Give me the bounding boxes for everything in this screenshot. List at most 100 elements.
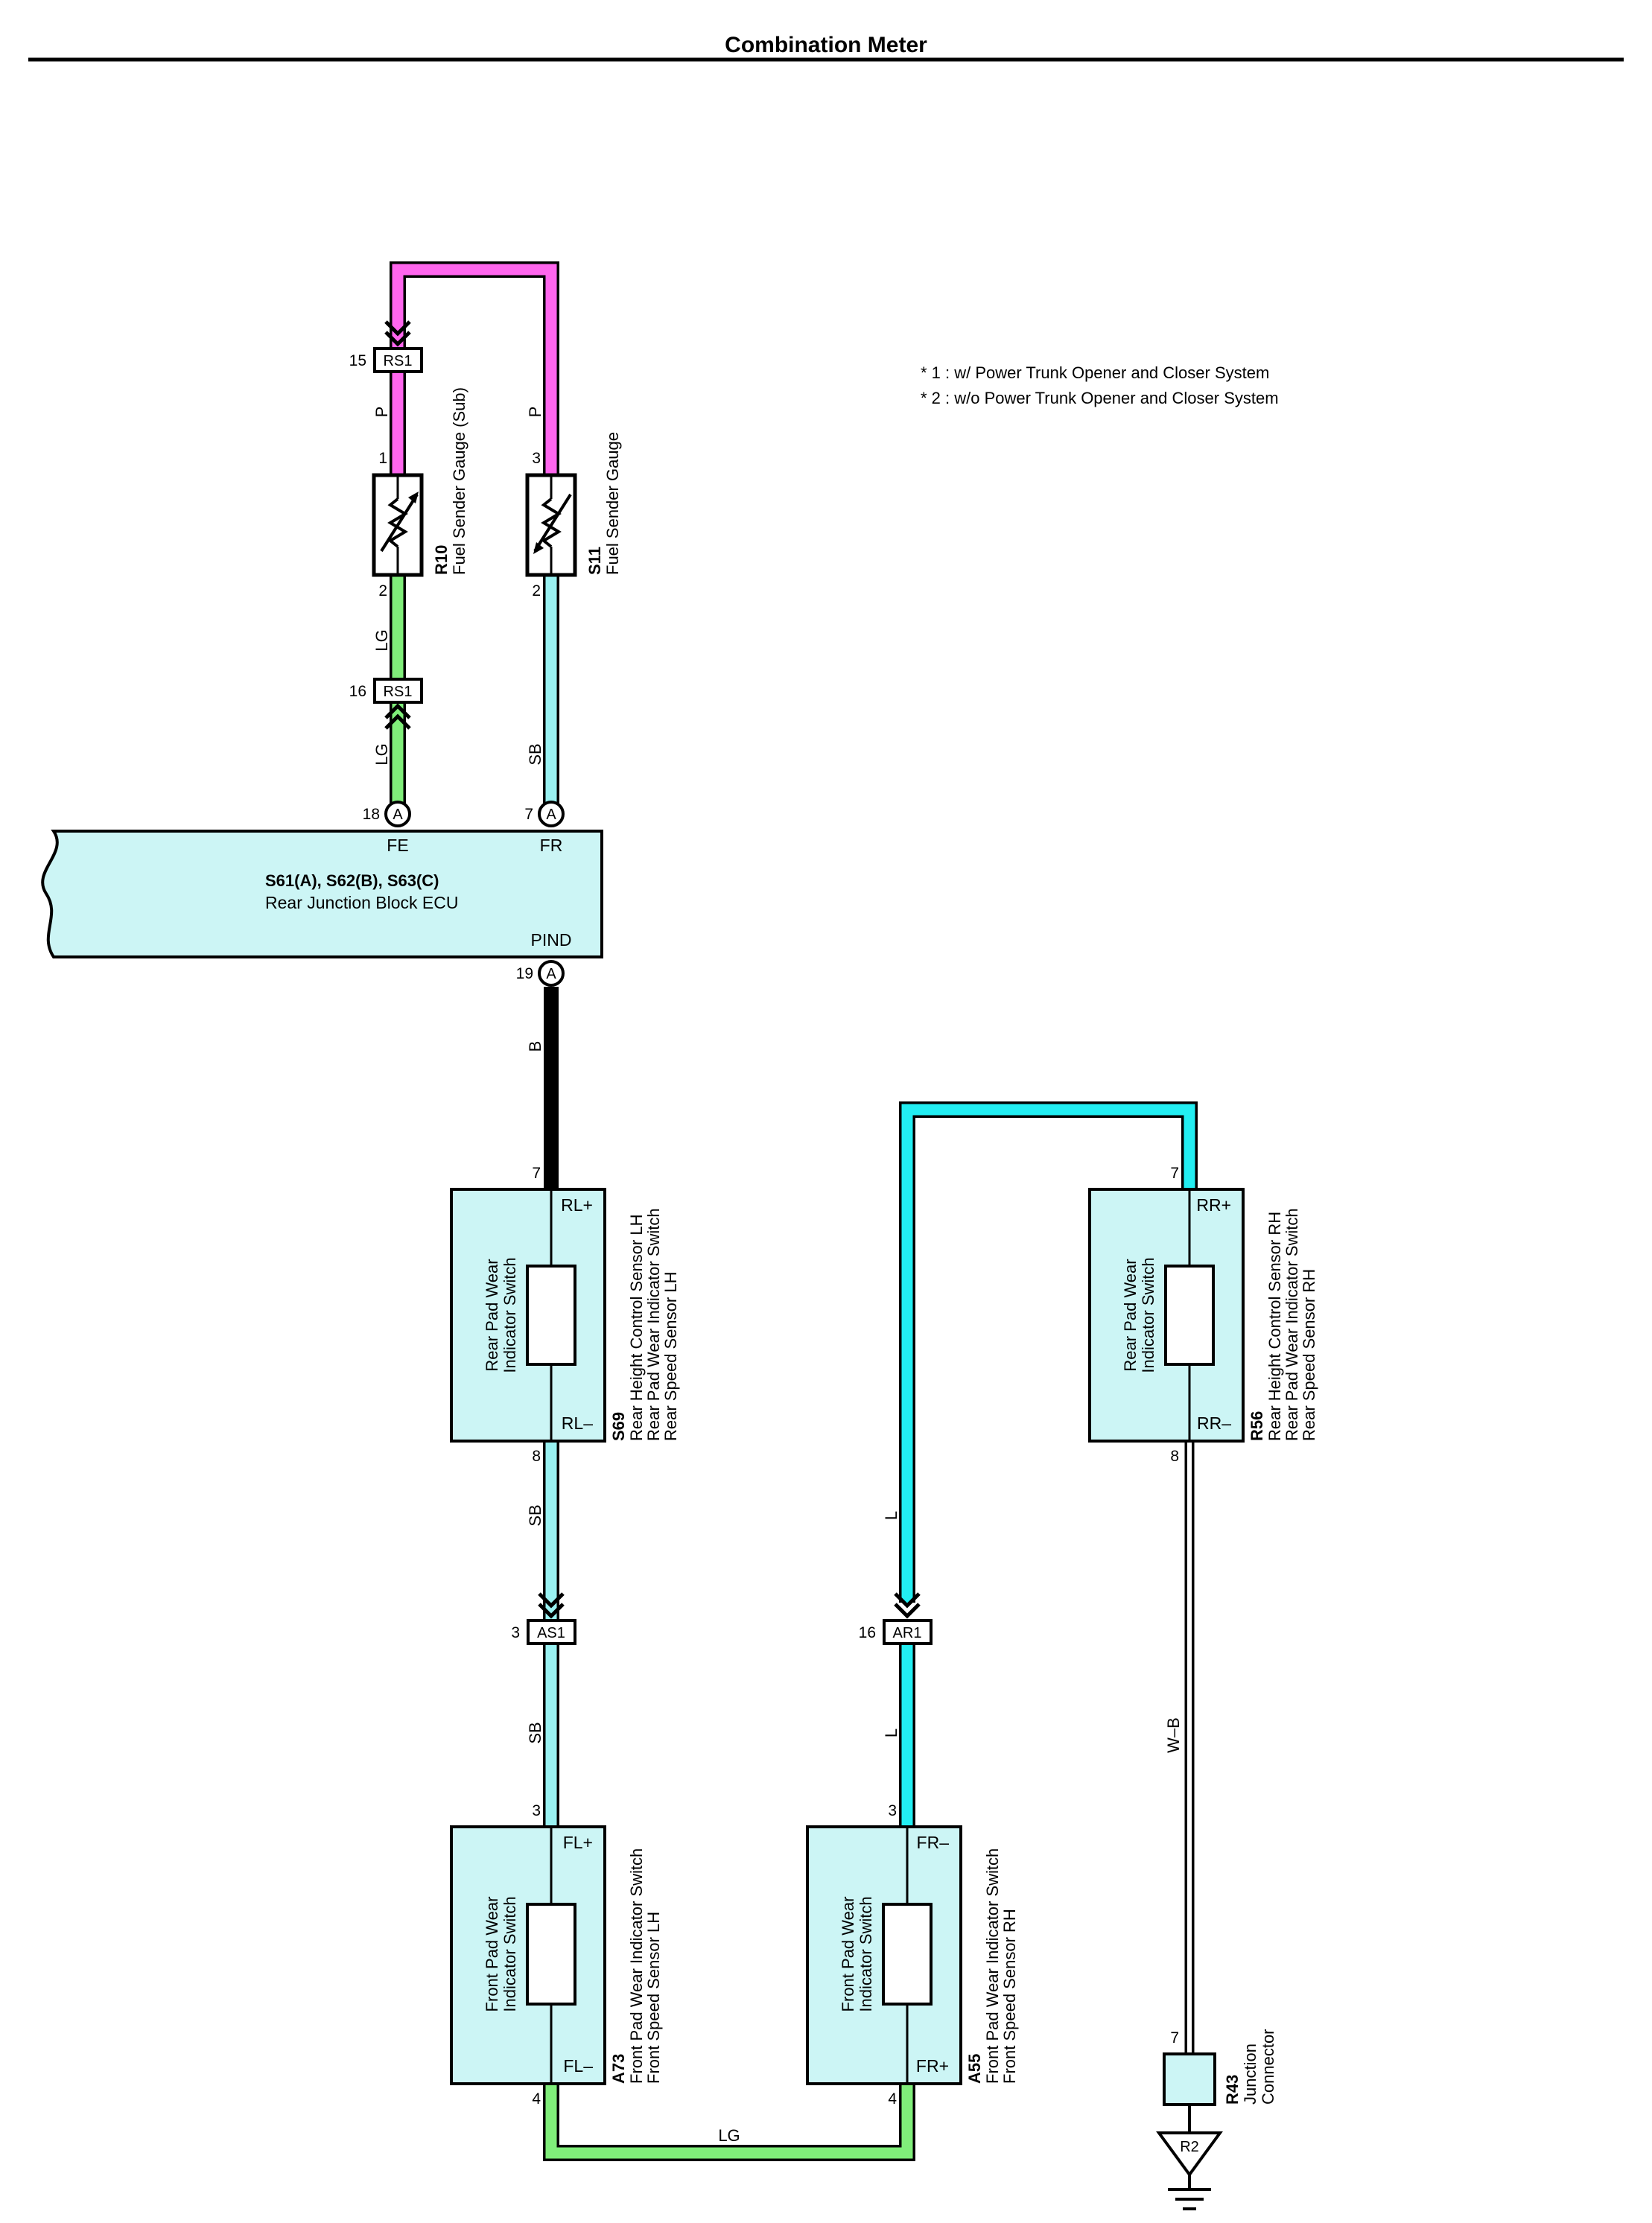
connector-label: RS1 <box>384 353 413 369</box>
component-code: A55 <box>965 2054 984 2084</box>
inner-label-1: Rear Pad Wear <box>1121 1259 1140 1371</box>
component-code: R10 <box>432 545 451 575</box>
terminal-pin: 7 <box>524 806 533 823</box>
wires <box>390 261 1198 2161</box>
pin-top: 3 <box>532 1802 541 1819</box>
note-1: * 1 : w/ Power Trunk Opener and Closer S… <box>921 363 1269 382</box>
terminal-pin: 19 <box>516 965 533 982</box>
inner-label-1: Front Pad Wear <box>839 1897 857 2012</box>
wire-label-p-left: P <box>372 407 391 418</box>
pin-bottom: 4 <box>888 2090 897 2108</box>
pin-top: 7 <box>1170 1165 1179 1182</box>
component-name: Fuel Sender Gauge <box>603 432 622 575</box>
inner-label-1: Front Pad Wear <box>483 1897 501 2012</box>
terminal-top: FR– <box>917 1833 950 1852</box>
connector-pin: 15 <box>349 352 366 369</box>
wire-label-b: B <box>526 1041 544 1052</box>
connector-as1: AS1 3 <box>511 1592 576 1645</box>
component-a55: 3 FR– FR+ Front Pad Wear Indicator Switc… <box>806 1802 1019 2108</box>
component-name-2: Front Speed Sensor LH <box>644 1912 663 2084</box>
variable-arrow-icon <box>408 492 419 503</box>
wire-label-l-lower: L <box>882 1729 900 1737</box>
terminal-top: RR+ <box>1196 1195 1231 1215</box>
terminal-connector: A <box>393 807 403 823</box>
terminal-bottom: RR– <box>1197 1413 1231 1433</box>
pin-top: 7 <box>532 1165 541 1182</box>
component-name-1: Rear Height Control Sensor LH <box>627 1215 646 1441</box>
resistor-zigzag <box>387 497 408 548</box>
ecu-code: S61(A), S62(B), S63(C) <box>265 871 439 890</box>
wire-label-p-right: P <box>526 407 544 418</box>
component-name-3: Rear Speed Sensor RH <box>1300 1269 1318 1441</box>
arrow-chevron <box>384 320 411 347</box>
arrow-chevron <box>384 703 411 730</box>
ecu-box <box>41 830 603 958</box>
component-name: Fuel Sender Gauge (Sub) <box>450 387 468 575</box>
pin-bottom: 2 <box>378 582 387 600</box>
ecu-name: Rear Junction Block ECU <box>265 893 459 912</box>
pin-top: 7 <box>1170 2029 1179 2047</box>
component-r43: 7 R43 Junction Connector <box>1163 2029 1277 2133</box>
connector-label: AR1 <box>893 1625 922 1641</box>
inner-label-1: Rear Pad Wear <box>483 1259 501 1371</box>
component-r56: 7 RR+ RR– Rear Pad Wear Indicator Switch… <box>1088 1165 1318 1465</box>
terminal-top: FL+ <box>563 1833 593 1852</box>
ground-label: R2 <box>1180 2139 1199 2155</box>
component-code: S69 <box>609 1412 628 1441</box>
terminal-bottom: FL– <box>563 2056 593 2076</box>
ground-triangle-icon <box>1156 2131 1223 2178</box>
connector-label: RS1 <box>384 684 413 700</box>
component-code: R56 <box>1248 1411 1266 1441</box>
component-name-2: Connector <box>1259 2029 1277 2105</box>
wire-label-sb-s11: SB <box>526 743 544 765</box>
inner-label-2: Indicator Switch <box>1139 1257 1157 1373</box>
arrow-chevron <box>894 1592 921 1619</box>
component-s69: 7 RL+ RL– Rear Pad Wear Indicator Switch… <box>450 1165 680 1465</box>
pin-top: 1 <box>378 450 387 467</box>
connector-rs1-top: RS1 15 <box>349 320 423 373</box>
terminal-top: RL+ <box>561 1195 593 1215</box>
arrow-chevron <box>538 1592 565 1619</box>
terminal-fe: A 18 FE <box>363 801 411 855</box>
resistor-zigzag <box>541 497 562 548</box>
wire-labels: P P LG LG SB B SB SB L L LG W–B <box>372 407 1183 2145</box>
terminal-signal: FE <box>387 836 408 855</box>
component-name-3: Rear Speed Sensor LH <box>661 1272 680 1441</box>
pin-bottom: 4 <box>532 2090 541 2108</box>
page-title: Combination Meter <box>725 33 927 57</box>
component-name-2: Rear Pad Wear Indicator Switch <box>644 1208 663 1441</box>
wire-label-lg-front: LG <box>718 2126 740 2145</box>
wire-label-lg-lower: LG <box>372 743 391 765</box>
component-name-2: Rear Pad Wear Indicator Switch <box>1283 1208 1301 1441</box>
notes: * 1 : w/ Power Trunk Opener and Closer S… <box>921 363 1279 407</box>
component-name-1: Front Pad Wear Indicator Switch <box>983 1848 1002 2084</box>
component-name-1: Front Pad Wear Indicator Switch <box>627 1848 646 2084</box>
variable-arrow-icon <box>533 542 544 554</box>
terminal-pind: A 19 PIND <box>516 930 572 987</box>
component-a73: 3 FL+ FL– Front Pad Wear Indicator Switc… <box>450 1802 663 2108</box>
terminal-connector: A <box>546 807 556 823</box>
pin-bottom: 8 <box>1170 1448 1179 1465</box>
connector-rs1-bottom: RS1 16 <box>349 678 423 730</box>
inner-label-2: Indicator Switch <box>501 1896 519 2011</box>
connector-pin: 3 <box>511 1624 520 1641</box>
wire-lg-front-color <box>545 2084 913 2159</box>
pin-bottom: 2 <box>532 582 541 600</box>
component-s11: 3 2 S11 Fuel Sender Gauge <box>525 432 622 600</box>
terminal-signal: PIND <box>531 930 572 950</box>
wire-label-l-upper: L <box>882 1511 900 1520</box>
pin-bottom: 8 <box>532 1448 541 1465</box>
connector-pin: 16 <box>859 1624 876 1641</box>
terminal-pin: 18 <box>363 806 380 823</box>
component-code: A73 <box>609 2054 628 2084</box>
component-code: S11 <box>585 547 604 575</box>
wire-l-loop-color <box>901 1104 1195 1603</box>
inner-label-2: Indicator Switch <box>857 1896 875 2011</box>
pin-top: 3 <box>532 450 541 467</box>
connector-label: AS1 <box>537 1625 565 1641</box>
wire-label-wb: W–B <box>1164 1717 1183 1753</box>
connector-ar1: AR1 16 <box>859 1592 933 1645</box>
connector-pin: 16 <box>349 683 366 700</box>
terminal-fr: A 7 FR <box>524 801 565 855</box>
